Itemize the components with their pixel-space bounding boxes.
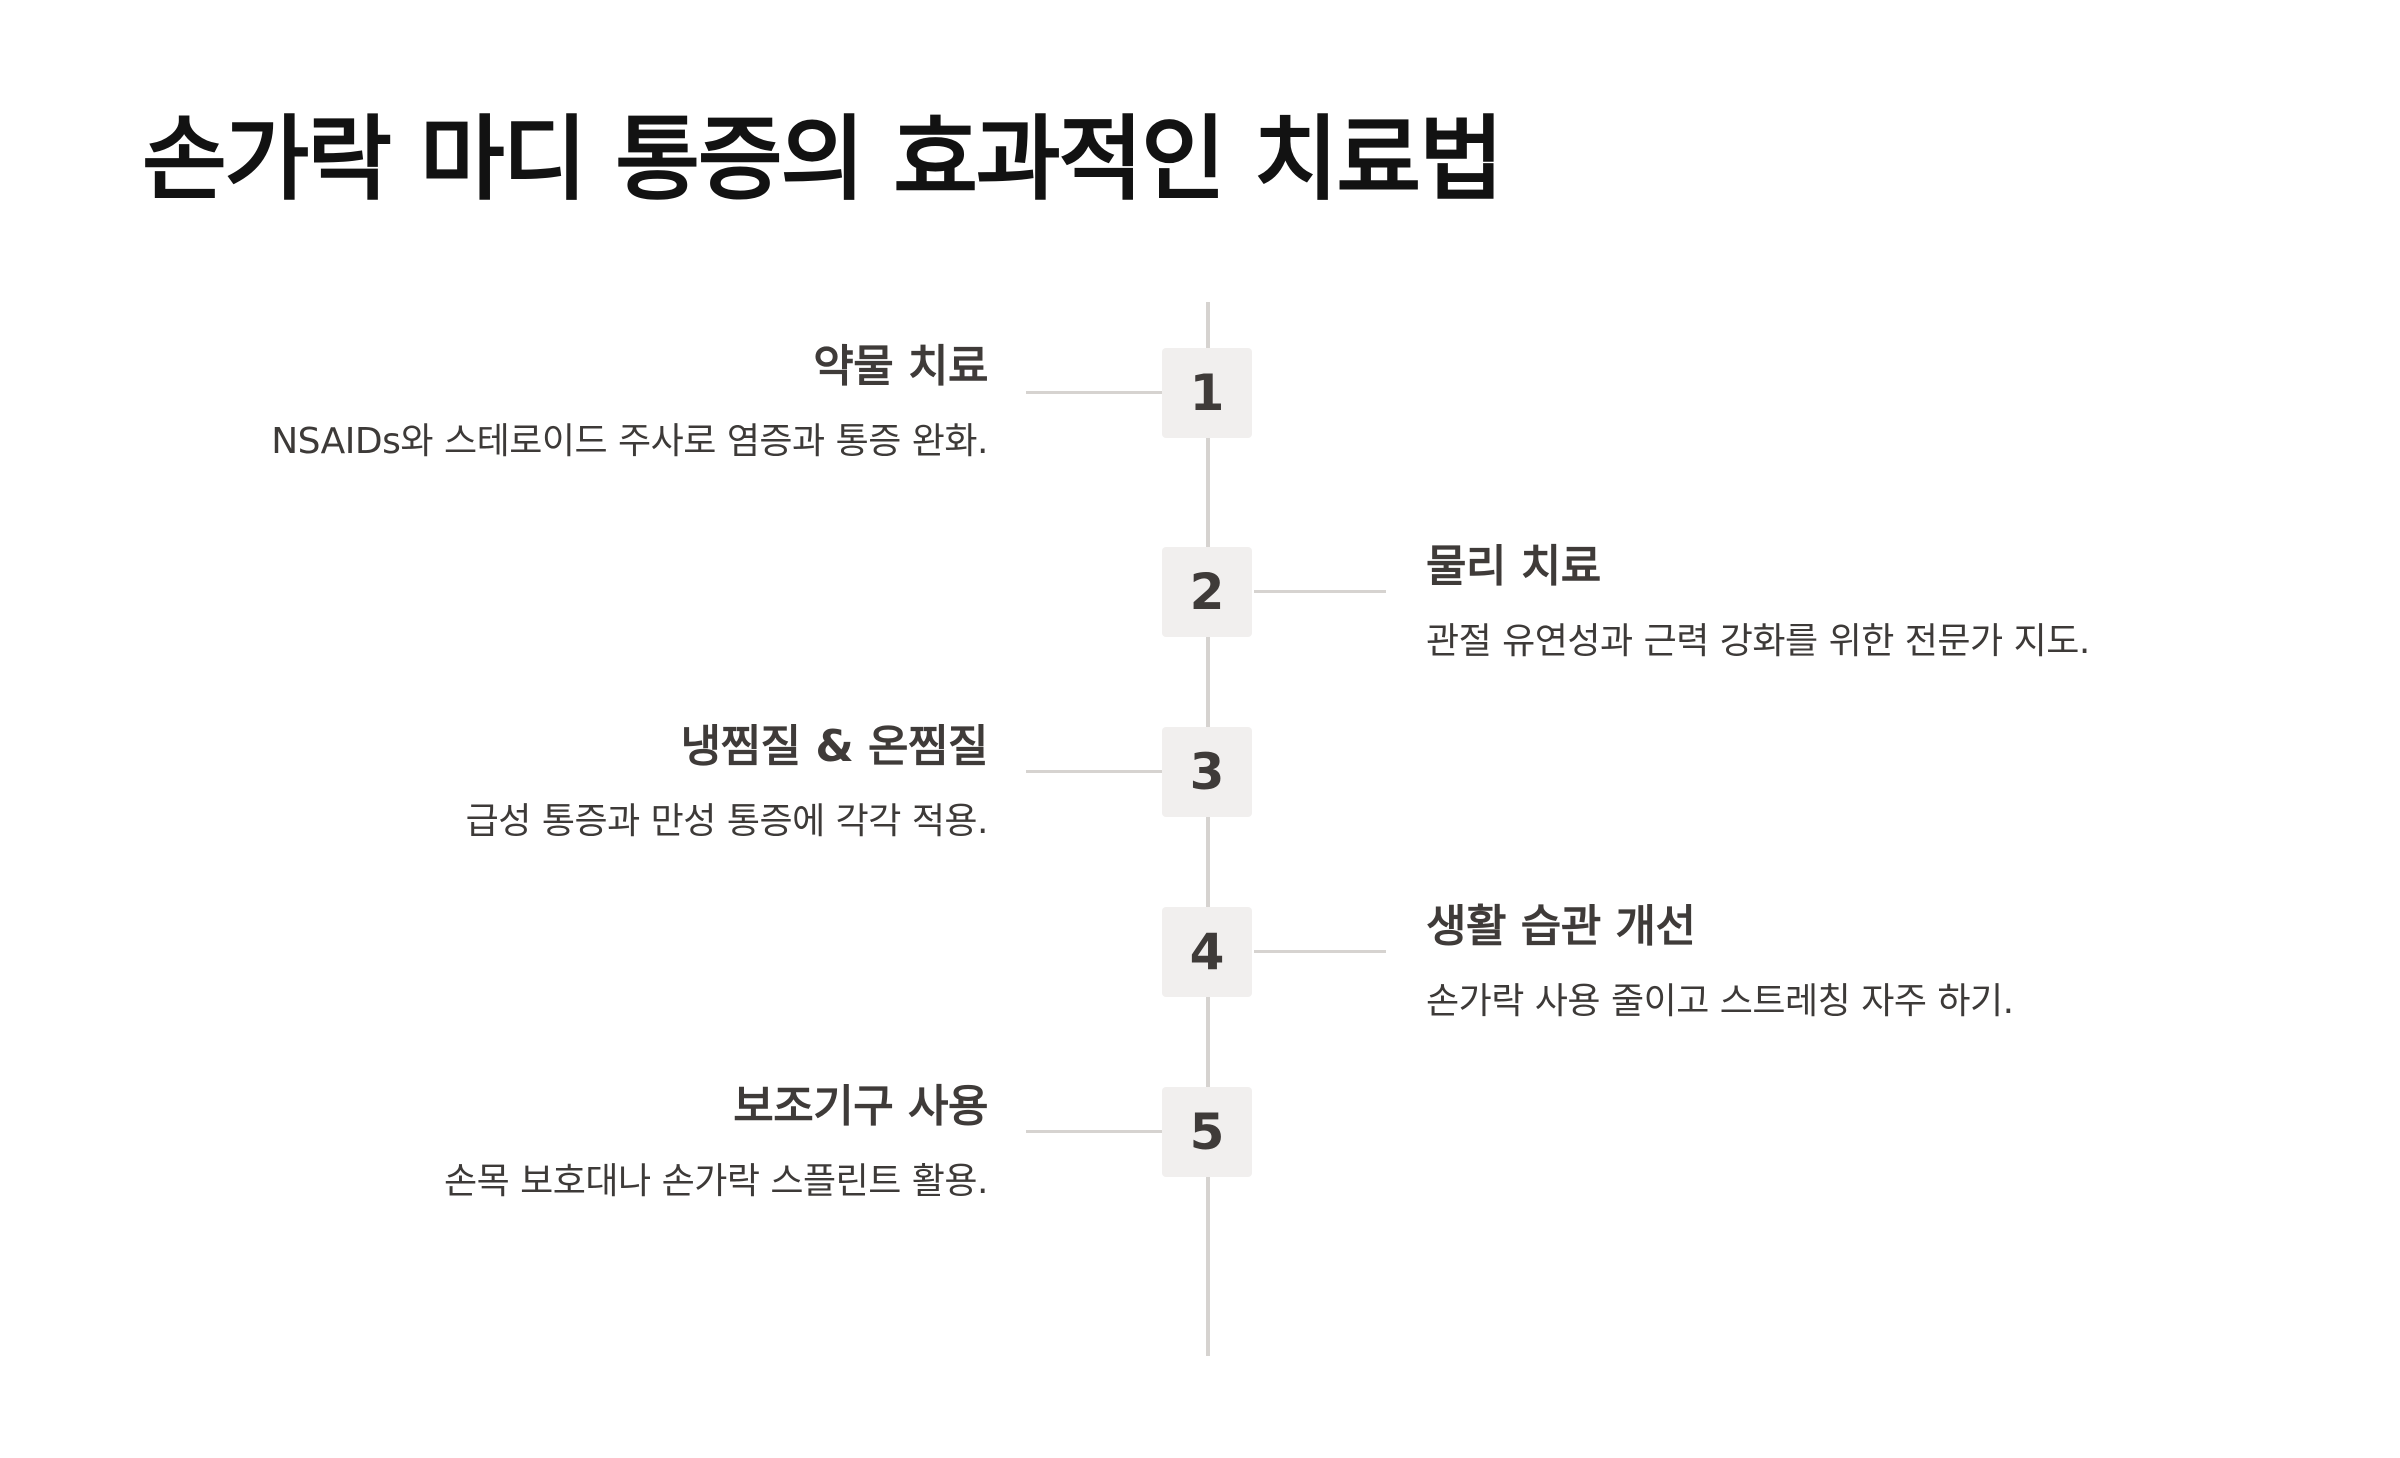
step-number-3: 3 — [1189, 743, 1225, 801]
connector-line-1 — [1026, 391, 1162, 394]
step-description-5: 손목 보호대나 손가락 스플린트 활용. — [443, 1161, 989, 1202]
step-number-5: 5 — [1189, 1103, 1225, 1161]
connector-line-5 — [1026, 1130, 1162, 1133]
step-number-4: 4 — [1189, 923, 1225, 981]
step-title-1: 약물 치료 — [813, 341, 988, 392]
step-title-5: 보조기구 사용 — [733, 1081, 988, 1132]
timeline-item-2: 물리 치료 관절 유연성과 근력 강화를 위한 전문가 지도. — [1426, 538, 2090, 666]
step-description-3: 급성 통증과 만성 통증에 각각 적용. — [465, 801, 989, 842]
connector-line-3 — [1026, 770, 1162, 773]
step-description-2: 관절 유연성과 근력 강화를 위한 전문가 지도. — [1426, 621, 2090, 662]
step-number-1: 1 — [1189, 364, 1225, 422]
step-description-4: 손가락 사용 줄이고 스트레칭 자주 하기. — [1426, 981, 2014, 1022]
timeline-item-1: 약물 치료 NSAIDs와 스테로이드 주사로 염증과 통증 완화. — [271, 338, 988, 466]
step-description-1: NSAIDs와 스테로이드 주사로 염증과 통증 완화. — [271, 421, 988, 462]
timeline-item-4: 생활 습관 개선 손가락 사용 줄이고 스트레칭 자주 하기. — [1426, 898, 2014, 1026]
timeline-axis — [1206, 302, 1210, 1356]
step-title-2: 물리 치료 — [1426, 541, 1601, 592]
step-number-badge-1: 1 — [1162, 348, 1252, 438]
step-number-badge-2: 2 — [1162, 547, 1252, 637]
step-number-2: 2 — [1189, 563, 1225, 621]
timeline-item-5: 보조기구 사용 손목 보호대나 손가락 스플린트 활용. — [443, 1078, 989, 1206]
timeline-item-3: 냉찜질 & 온찜질 급성 통증과 만성 통증에 각각 적용. — [465, 718, 989, 846]
step-title-4: 생활 습관 개선 — [1426, 901, 1696, 952]
step-number-badge-5: 5 — [1162, 1087, 1252, 1177]
step-number-badge-3: 3 — [1162, 727, 1252, 817]
step-title-3: 냉찜질 & 온찜질 — [680, 721, 989, 772]
step-number-badge-4: 4 — [1162, 907, 1252, 997]
connector-line-2 — [1254, 590, 1386, 593]
connector-line-4 — [1254, 950, 1386, 953]
page-title: 손가락 마디 통증의 효과적인 치료법 — [142, 106, 1504, 213]
